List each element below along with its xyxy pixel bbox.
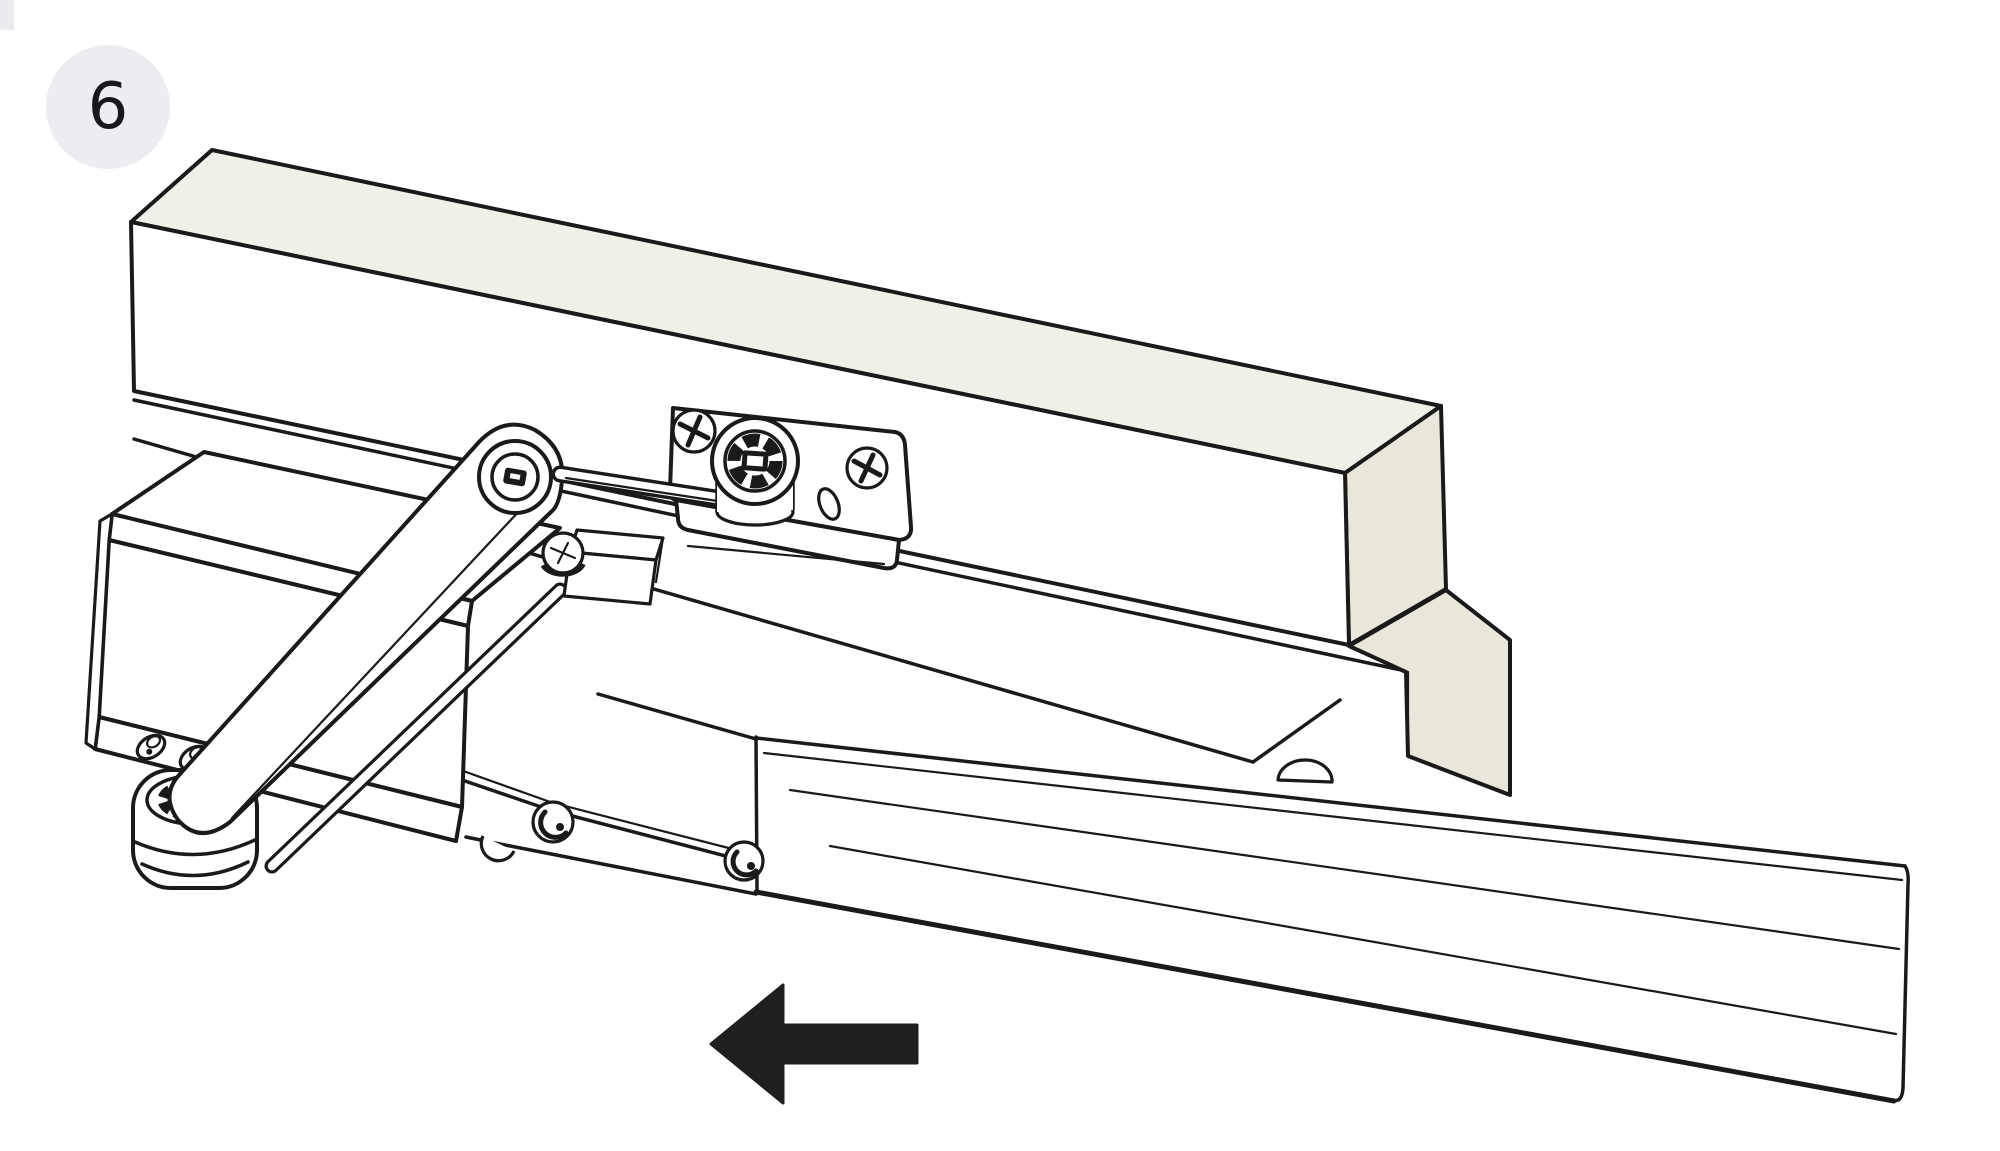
door-mounting-screw xyxy=(531,800,575,844)
locating-pin xyxy=(817,487,841,521)
elbow-screw xyxy=(540,531,586,577)
elbow-joint xyxy=(477,439,586,577)
door-mounting-screw-half xyxy=(479,835,516,863)
door-leaf xyxy=(416,692,1910,1104)
main-arm xyxy=(167,422,565,835)
bracket-screw xyxy=(671,408,717,454)
forearm-adjuster-block xyxy=(562,528,665,606)
slide-direction-left-arrow-icon xyxy=(709,983,919,1105)
door-silencer-bump xyxy=(1276,758,1334,784)
frame-right-return xyxy=(1347,588,1512,797)
adjustment-valve-screw xyxy=(135,733,167,761)
forearm-rod-rear xyxy=(264,582,568,874)
step-number: 6 xyxy=(87,70,129,144)
bracket-screw xyxy=(845,446,889,490)
arm-pivot-nut xyxy=(710,416,800,527)
door-mounting-screw xyxy=(723,840,765,882)
corner-artifact-mark xyxy=(0,0,14,30)
frame-stop-strip xyxy=(132,398,1512,797)
step-badge: 6 xyxy=(46,45,170,169)
